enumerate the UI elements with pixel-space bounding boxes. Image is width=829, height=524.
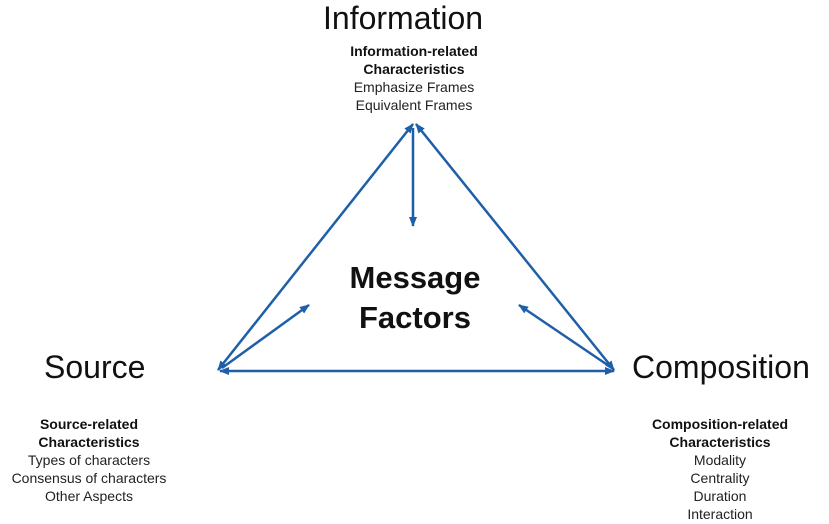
composition-heading-line1: Composition-related <box>651 416 789 432</box>
list-item: Consensus of characters <box>11 470 167 486</box>
information-heading-line1: Information-related <box>350 43 478 59</box>
source-heading-line1: Source-related <box>39 416 139 432</box>
arrow-information-composition <box>415 123 615 371</box>
source-title: Source <box>44 349 146 385</box>
arrow-composition-to-center <box>518 303 613 370</box>
list-item: Types of characters <box>27 452 151 468</box>
center-label-line1: Message <box>349 260 481 295</box>
list-item: Interaction <box>687 506 753 522</box>
source-characteristics: Source-related Characteristics Types of … <box>0 415 178 505</box>
composition-characteristics: Composition-related Characteristics Moda… <box>620 415 820 523</box>
arrow-information-source <box>217 123 414 371</box>
arrow-source-to-center <box>221 303 310 370</box>
source-heading-line2: Characteristics <box>38 434 140 450</box>
information-heading-line2: Characteristics <box>363 61 465 77</box>
center-label: Message Factors <box>315 258 515 338</box>
list-item: Duration <box>693 488 747 504</box>
information-title: Information <box>323 0 484 36</box>
list-item: Equivalent Frames <box>355 97 473 113</box>
composition-title: Composition <box>632 349 810 385</box>
list-item: Centrality <box>690 470 750 486</box>
list-item: Emphasize Frames <box>353 79 475 95</box>
list-item: Other Aspects <box>45 488 133 504</box>
composition-heading-line2: Characteristics <box>669 434 771 450</box>
center-label-line2: Factors <box>359 300 471 335</box>
information-characteristics: Information-related Characteristics Emph… <box>314 42 514 114</box>
list-item: Modality <box>693 452 747 468</box>
